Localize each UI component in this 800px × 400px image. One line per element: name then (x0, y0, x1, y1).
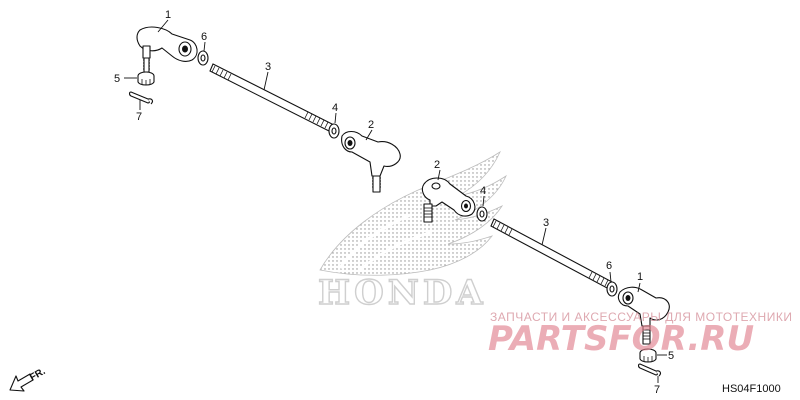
upper-cotter-pin-7 (128, 91, 153, 105)
upper-tie-rod-assembly: 1 5 7 6 (114, 9, 401, 193)
callout-upper-2: 2 (368, 119, 374, 131)
callout-lower-5: 5 (668, 350, 674, 362)
callout-upper-4: 4 (332, 102, 338, 114)
direction-label: FR. (28, 366, 48, 384)
upper-castle-nut-5 (137, 71, 155, 86)
honda-logo-text: HONDA (318, 273, 487, 313)
diagram-part-code: HS04F1000 (722, 383, 781, 395)
callout-upper-3: 3 (265, 61, 271, 73)
watermark: ЗАПЧАСТИ И АКСЕССУАРЫ ДЛЯ МОТОТЕХНИКИ PA… (488, 310, 792, 359)
arrow-icon (9, 373, 34, 392)
upper-tie-rod-end-1 (136, 26, 198, 73)
callout-upper-5: 5 (114, 73, 120, 85)
lower-lock-nut-4 (476, 206, 488, 222)
callout-lower-6: 6 (606, 260, 612, 272)
upper-lock-nut-6 (197, 50, 209, 66)
callout-lower-2: 2 (434, 159, 440, 171)
upper-lock-nut-4 (328, 123, 340, 139)
upper-tie-rod-3 (209, 63, 333, 132)
callout-lower-3: 3 (543, 217, 549, 229)
callout-lower-1: 1 (637, 271, 643, 283)
lower-tie-rod-assembly: 2 4 3 6 (421, 159, 674, 396)
callout-lower-4: 4 (480, 185, 486, 197)
lower-cotter-pin-7 (637, 363, 661, 377)
lower-castle-nut-5 (639, 348, 657, 363)
lower-tie-rod-end-1 (617, 286, 670, 345)
lower-lock-nut-6 (606, 281, 618, 297)
front-direction-indicator: FR. (9, 366, 48, 392)
watermark-caption: ЗАПЧАСТИ И АКСЕССУАРЫ ДЛЯ МОТОТЕХНИКИ (490, 310, 792, 324)
upper-tie-rod-end-2 (341, 130, 401, 193)
callout-upper-1: 1 (165, 9, 171, 21)
lower-tie-rod-end-2 (421, 177, 476, 223)
honda-wing-logo: HONDA (317, 150, 507, 314)
lower-tie-rod-3 (490, 218, 613, 290)
callout-upper-7: 7 (136, 111, 142, 123)
callout-upper-6: 6 (201, 31, 207, 43)
callout-lower-7: 7 (654, 384, 660, 396)
watermark-brand: PARTSFOR.RU (488, 319, 754, 359)
